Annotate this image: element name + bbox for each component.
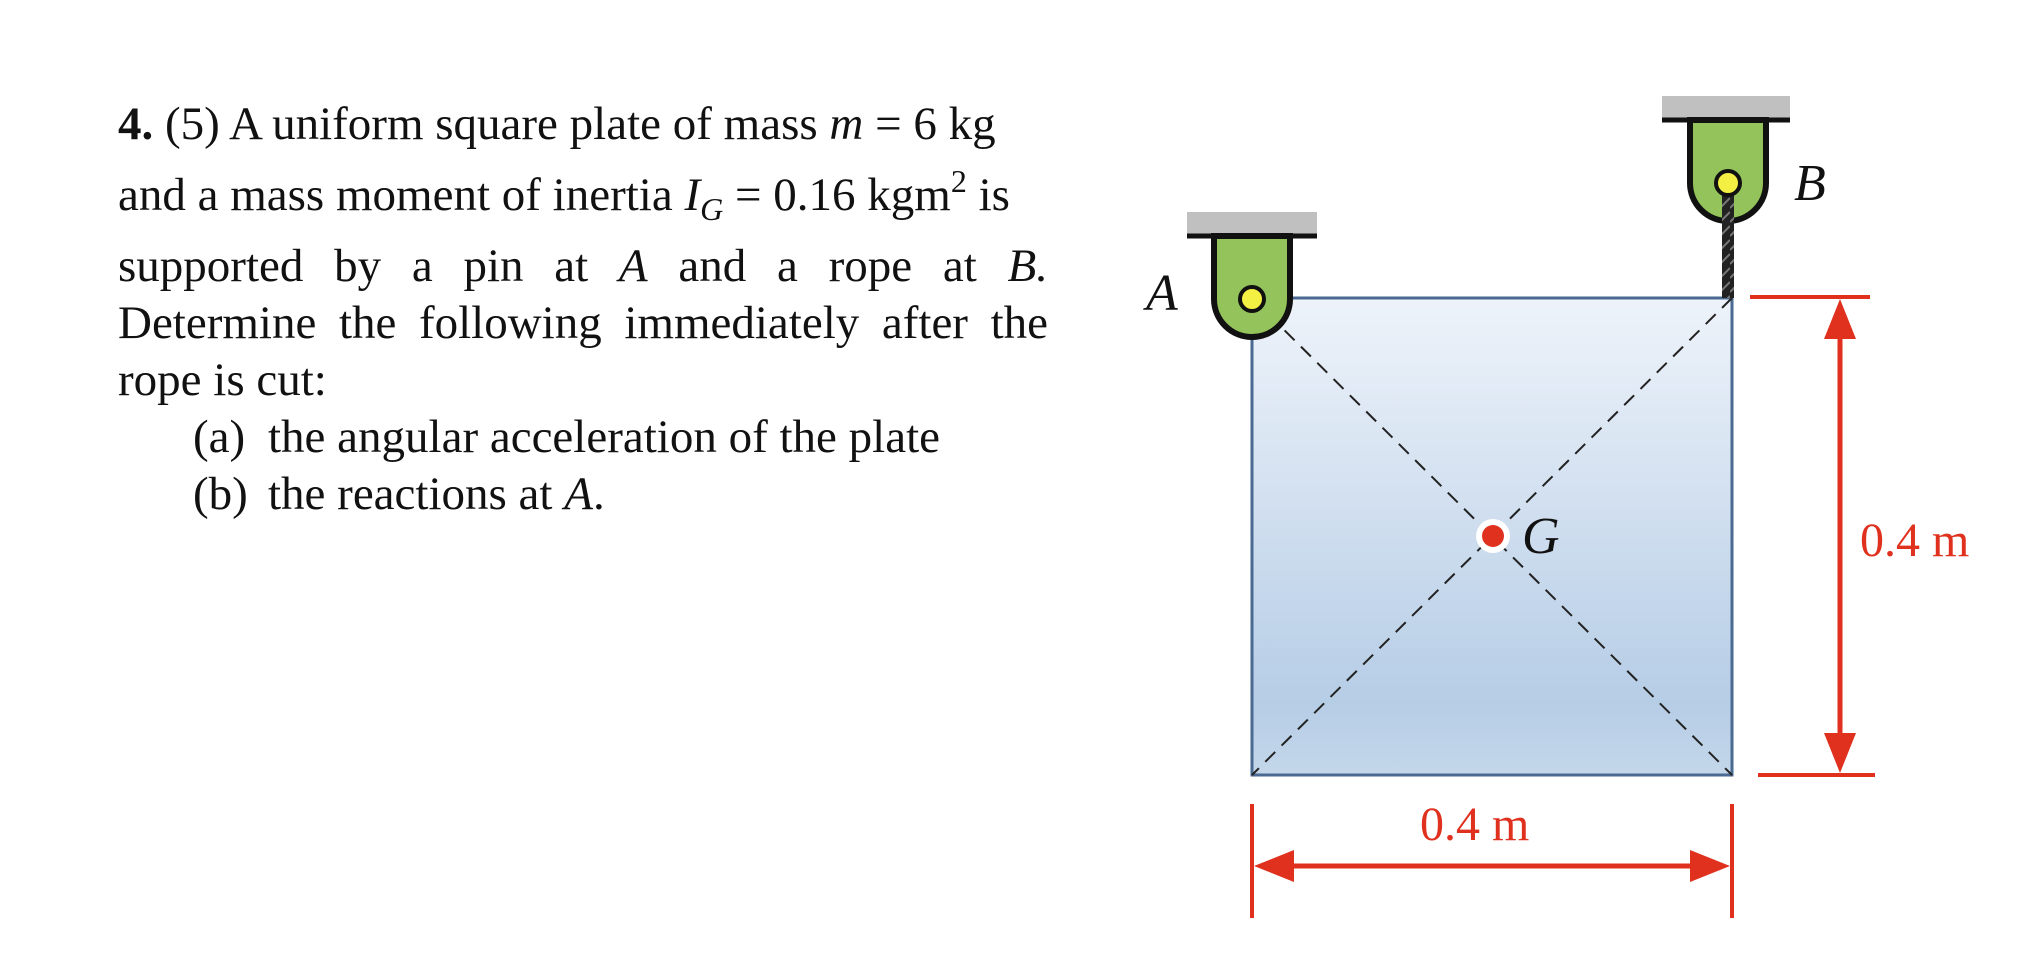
part-a: (a) the angular acceleration of the plate [118, 409, 1048, 466]
problem-line-4: Determine the following immediately afte… [118, 297, 1048, 349]
part-b-text: the reactions at [268, 468, 553, 520]
rope [1722, 182, 1734, 298]
inertia-subscript: G [700, 191, 724, 227]
diagonal-line [1251, 297, 1733, 776]
problem-line-1: 4. (5) A uniform square plate of mass m … [118, 98, 996, 150]
height-arrowhead-top [1824, 299, 1856, 339]
ceiling-support-a [1187, 212, 1317, 236]
problem-line-2: and a mass moment of inertia IG = 0.16 k… [118, 163, 1010, 227]
center-of-mass-g [1482, 525, 1504, 547]
height-label: 0.4 m [1860, 514, 1969, 567]
label-a: A [1143, 265, 1178, 322]
pin-b [1714, 169, 1742, 197]
width-label: 0.4 m [1420, 798, 1529, 851]
mass-variable: m [829, 98, 864, 150]
label-g: G [1522, 508, 1560, 565]
part-a-text: the angular acceleration of the plate [268, 411, 940, 463]
inertia-variable: I [684, 169, 701, 221]
problem-statement: 4. (5) A uniform square plate of mass m … [118, 96, 1048, 523]
inertia-superscript: 2 [950, 163, 967, 199]
problem-line-3: supported by a pin at A and a rope at B. [118, 240, 1048, 292]
diagonal-line [1251, 297, 1733, 776]
problem-line-5: rope is cut: [118, 354, 327, 406]
part-a-tag: (a) [193, 411, 246, 463]
pin-a [1238, 285, 1266, 313]
width-arrowhead-right [1690, 850, 1730, 882]
height-arrowhead-bottom [1824, 733, 1856, 773]
problem-points: (5) [165, 98, 220, 150]
label-b: B [1794, 155, 1826, 212]
mass-value: = 6 kg [875, 98, 996, 150]
inertia-value: = 0.16 kgm [734, 169, 951, 221]
part-b: (b)the reactions at A. [118, 466, 1048, 523]
width-arrowhead-left [1254, 850, 1294, 882]
part-b-tag: (b) [193, 468, 248, 520]
problem-number: 4. [118, 98, 154, 150]
ceiling-support-b [1662, 96, 1790, 120]
